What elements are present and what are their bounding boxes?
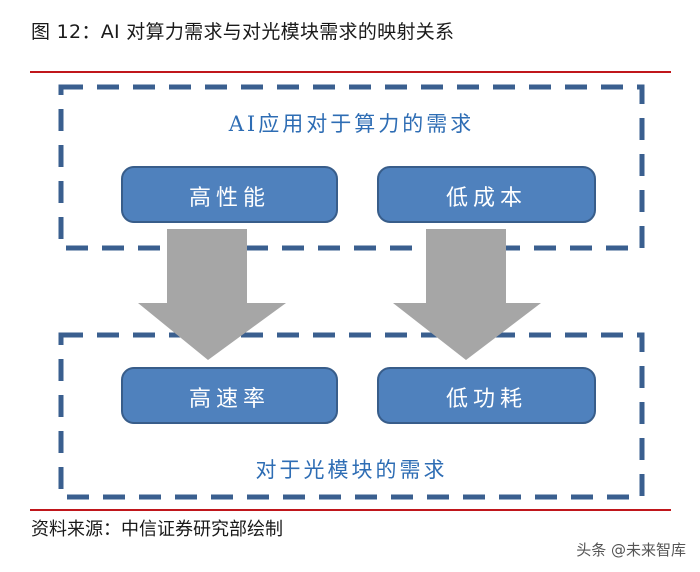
figure-source: 资料来源：中信证券研究部绘制	[31, 519, 283, 540]
box-low-cost	[377, 166, 596, 223]
box-high-speed	[121, 367, 338, 424]
bottom-group-border	[58, 332, 645, 500]
top-group-border	[58, 84, 645, 251]
arrow-down-icon	[138, 229, 286, 360]
top-divider	[30, 71, 671, 73]
box-low-power	[377, 367, 596, 424]
bottom-divider	[30, 509, 671, 511]
watermark: 头条 @未来智库	[576, 541, 686, 559]
box-label-high-performance: 高性能	[188, 186, 270, 211]
bottom-group-label: 对于光模块的需求	[255, 458, 448, 482]
box-label-low-cost: 低成本	[445, 186, 527, 211]
box-label-high-speed: 高速率	[188, 387, 270, 412]
top-group-label: AI应用对于算力的需求	[228, 112, 475, 136]
figure-title: 图 12：AI 对算力需求与对光模块需求的映射关系	[31, 21, 455, 43]
arrow-down-icon	[393, 229, 541, 360]
box-high-performance	[121, 166, 338, 223]
box-label-low-power: 低功耗	[445, 387, 527, 412]
